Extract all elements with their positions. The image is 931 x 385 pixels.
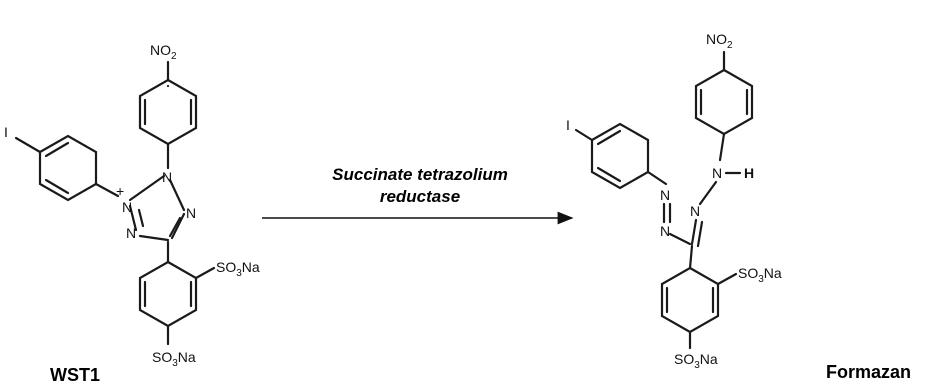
nitrophenyl-ring-product <box>694 50 754 162</box>
hydrogen-atom: H <box>744 165 754 181</box>
sulfonate-group-1-product: SO3Na <box>738 265 782 285</box>
iodophenyl-ring-product <box>574 122 668 190</box>
tetrazolium-ring <box>128 174 186 264</box>
iodine-atom-product: I <box>566 117 570 133</box>
product-name: Formazan <box>826 362 911 382</box>
ring-nitrogen-2: N <box>162 169 172 185</box>
imine-nitrogen: N <box>690 203 700 219</box>
iodine-atom-reactant: I <box>4 124 8 140</box>
reactant-name: WST1 <box>50 365 100 385</box>
nitrophenyl-ring-reactant <box>138 60 198 170</box>
sulfonate-group-2-product: SO3Na <box>674 351 718 371</box>
azo-nitrogen-2: N <box>660 223 670 239</box>
wst1-structure: NO2 I + N N N N <box>4 42 260 369</box>
iodophenyl-ring-reactant <box>14 134 120 202</box>
sulfonate-group-1-reactant: SO3Na <box>216 259 260 279</box>
enzyme-label-line2: reductase <box>380 187 460 206</box>
disulfophenyl-ring-reactant <box>138 260 216 346</box>
disulfophenyl-ring-product <box>660 266 738 350</box>
azo-nitrogen-1: N <box>660 187 670 203</box>
formazan-structure: NO2 N H N I N N <box>566 31 782 371</box>
hydrazine-nitrogen: N <box>712 165 722 181</box>
enzyme-label-line1: Succinate tetrazolium <box>332 165 508 184</box>
ring-nitrogen-4: N <box>126 225 136 241</box>
nitro-group-reactant: NO2 <box>150 42 177 62</box>
ring-nitrogen-1: N <box>122 199 132 215</box>
sulfonate-group-2-reactant: SO3Na <box>152 349 196 369</box>
charge-plus: + <box>116 183 124 199</box>
ring-nitrogen-3: N <box>186 205 196 221</box>
nitro-group-product: NO2 <box>706 31 733 51</box>
